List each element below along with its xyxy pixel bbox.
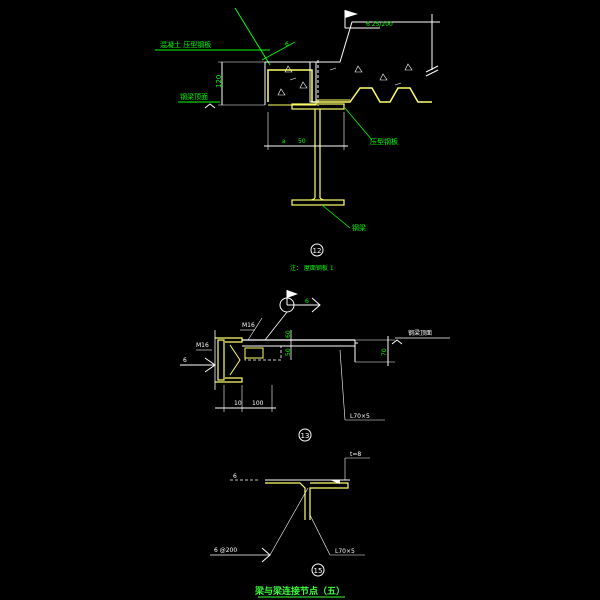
steel-beam-label: 钢梁: [352, 223, 366, 232]
break-marks: [425, 65, 439, 77]
detail-12-title: 12: [313, 247, 322, 255]
left-weld-size: 6: [183, 357, 187, 364]
dim-50-text: 50: [298, 138, 306, 145]
detail-15: 6 t=8 6 @200 L70×5 15: [210, 451, 370, 577]
elevation-marker: [204, 103, 216, 109]
weld-arrow-15: [261, 547, 271, 563]
dim-a-text: a: [282, 138, 286, 145]
angle-leader-15: [309, 514, 331, 556]
concrete-deck-label: 混凝土 压型钢板: [160, 40, 211, 49]
weld-leader-13: [264, 311, 288, 341]
slab-top-outline: [265, 21, 440, 63]
dim-50-text-13: 50: [285, 348, 292, 356]
angle-spec-13: L70×5: [350, 413, 370, 420]
beam-top-label-13: 钢梁顶面: [408, 329, 432, 337]
dim-10-text: 10: [234, 400, 242, 407]
deck-leader: [344, 107, 373, 141]
dim-70-text: 70: [381, 348, 388, 356]
plate-thickness: t=8: [350, 451, 361, 458]
detail-15-title: 15: [314, 567, 323, 575]
weld-fill-15: [330, 480, 340, 484]
bolt-leader: [247, 317, 263, 341]
angle-cleat: [244, 347, 264, 359]
left-mark-15: 6: [233, 473, 237, 480]
dim-height-text: 120: [215, 75, 223, 88]
stiffener: [229, 344, 241, 376]
bolt-label-top: M16: [242, 322, 255, 329]
beam-bottom-flange: [291, 199, 345, 206]
detail-13: 6 60 50 70 10 100 6: [180, 290, 450, 442]
main-beam-web: [217, 339, 225, 381]
profiled-deck: [267, 69, 432, 103]
angle-spec-15: L70×5: [335, 548, 355, 555]
angle-inner: [309, 482, 349, 520]
weld-tail-13: [311, 297, 321, 313]
detail-13-circle: [298, 428, 312, 442]
detail-13-title: 13: [301, 432, 310, 440]
dim-60-text: 60: [285, 330, 292, 338]
detail-12-caption: 注： 屋面钢板 1: [290, 264, 334, 272]
leader-line: [234, 7, 271, 66]
main-beam-bottom-flange: [215, 377, 243, 383]
profiled-deck-label: 压型钢板: [370, 137, 398, 146]
left-weld-arrow: [204, 357, 216, 373]
beam-top-flange: [291, 103, 345, 110]
weld-spec-15: 6 @200: [214, 547, 237, 554]
detail-12-circle: [310, 243, 324, 257]
weld-leader-15: [269, 487, 309, 556]
sheet-title: 梁与梁连接节点（五）: [254, 585, 345, 597]
concrete-hatch: [277, 63, 413, 96]
detail-12: 混凝土 压型钢板: [155, 7, 440, 272]
weld-flag: [345, 10, 358, 18]
weld-leader: [261, 41, 296, 61]
flange-fillet: [309, 197, 326, 201]
weld-flag-13: [287, 290, 298, 298]
elevation-marker-13: [391, 339, 403, 345]
angle-leader-13: [339, 349, 346, 421]
weld-size-13: 6: [305, 298, 309, 305]
shear-stud: [309, 61, 317, 103]
detail-15-circle: [311, 563, 325, 577]
beam-leader: [321, 204, 351, 229]
beam-top-label: 钢梁顶面: [180, 92, 208, 101]
weld-spec-text: 6 25/200: [366, 21, 393, 28]
weld-small-text: 6: [285, 41, 289, 48]
bolt-label-left: M16: [196, 342, 209, 349]
angle-outer: [265, 482, 306, 520]
dim-100-text: 100: [252, 400, 264, 407]
